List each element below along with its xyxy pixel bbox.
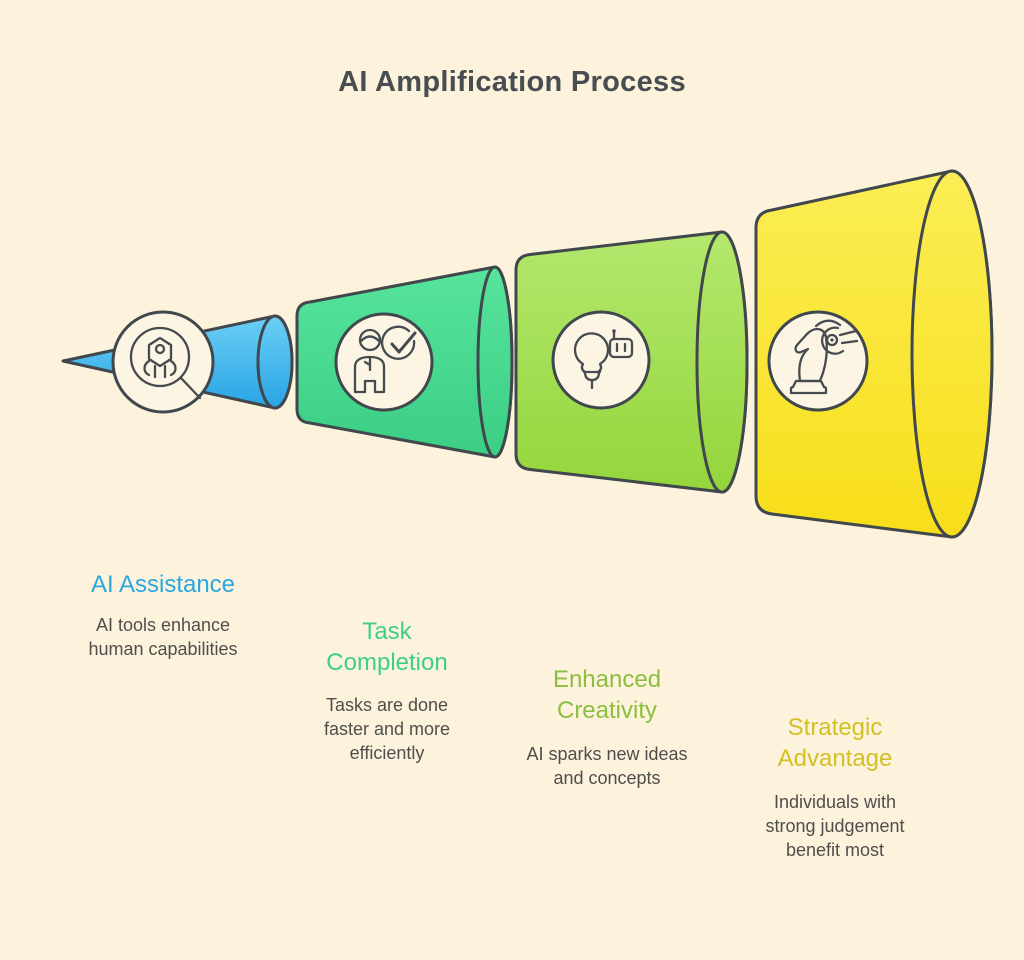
stage-3-label: Enhanced Creativity <box>522 664 692 726</box>
page-title: AI Amplification Process <box>338 66 686 98</box>
magnifier-lens <box>129 326 191 388</box>
stage-4-heading: Strategic Advantage <box>777 714 893 772</box>
segment-2-rim <box>476 265 514 459</box>
segment-4-rim <box>910 169 994 539</box>
chess-knight-robot-icon <box>767 310 869 412</box>
segment-1-rim <box>256 314 294 410</box>
stage-4-label: Strategic Advantage <box>755 712 915 774</box>
lightbulb-robot-icon <box>551 310 651 410</box>
magnifier-handle <box>179 376 202 400</box>
stage-2-label: Task Completion <box>307 616 467 678</box>
stage-2-heading: Task Completion <box>326 618 448 676</box>
stage-1-label: AI Assistance <box>43 569 283 600</box>
person-check-icon <box>334 312 434 412</box>
stage-1-description: AI tools enhance human capabilities <box>88 615 238 659</box>
stage-4-description: Individuals with strong judgement benefi… <box>765 792 905 860</box>
robot-search-icon <box>111 310 215 414</box>
segment-3-rim <box>695 230 749 494</box>
stage-2-description: Tasks are done faster and more efficient… <box>323 695 451 763</box>
stage-3-description: AI sparks new ideas and concepts <box>526 744 688 788</box>
funnel-segment-4 <box>754 169 994 539</box>
stage-3-heading: Enhanced Creativity <box>552 666 662 724</box>
stage-1-heading: AI Assistance <box>90 571 236 598</box>
